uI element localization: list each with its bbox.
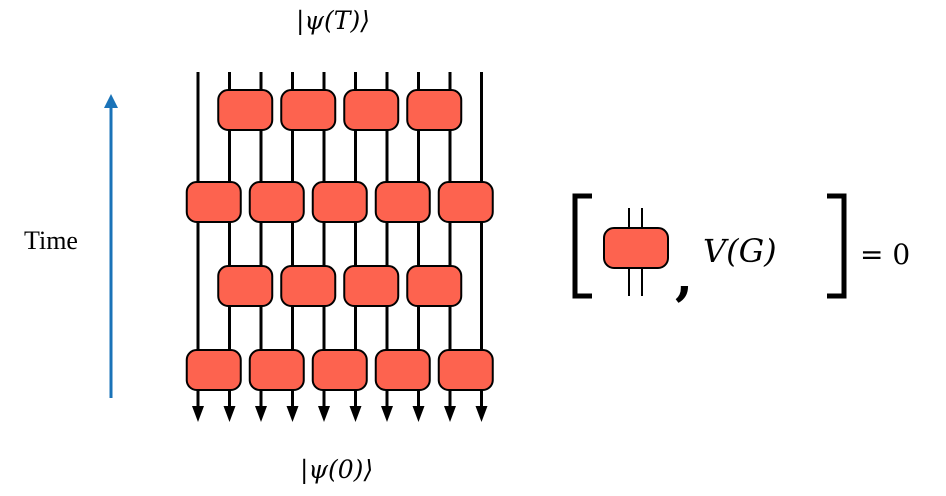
two-qubit-gate-icon [374, 181, 431, 223]
commutator-right-bracket [827, 193, 847, 299]
arrow-down-icon [255, 406, 267, 422]
two-qubit-gate-icon [343, 265, 400, 307]
two-qubit-gate-icon [248, 181, 305, 223]
two-qubit-gate-icon [217, 265, 274, 307]
time-axis-label: Time [24, 226, 78, 255]
two-qubit-gate-icon [374, 349, 431, 391]
two-qubit-gate-icon [248, 349, 305, 391]
arrow-down-icon [286, 406, 299, 422]
commutator-left-bracket [572, 193, 592, 299]
two-qubit-gate-icon [437, 181, 494, 223]
arrow-down-icon [223, 406, 236, 422]
arrow-down-icon [444, 406, 456, 422]
two-qubit-gate-icon [185, 181, 242, 223]
commutator-equals-zero: = 0 [860, 238, 911, 271]
commutator-operator: V(G) [703, 232, 777, 270]
two-qubit-gate-icon [217, 89, 274, 131]
two-qubit-gate-icon [311, 349, 368, 391]
two-qubit-gate-icon [437, 349, 494, 391]
two-qubit-gate-icon [311, 181, 368, 223]
gate-layers [185, 89, 494, 391]
arrow-down-icon [412, 406, 425, 422]
bottom-state-label: |ψ(0)⟩ [300, 455, 374, 484]
top-state-label: |ψ(T)⟩ [296, 6, 370, 35]
commutator-gate-icon [603, 208, 669, 296]
arrow-down-icon [192, 406, 204, 422]
two-qubit-gate-icon [343, 89, 400, 131]
two-qubit-gate-icon [406, 89, 463, 131]
arrow-down-icon [318, 406, 330, 422]
arrow-down-icon [381, 406, 393, 422]
commutator-comma: , [675, 246, 694, 307]
two-qubit-gate-icon [185, 349, 242, 391]
arrow-down-icon [349, 406, 362, 422]
two-qubit-gate-icon [280, 265, 337, 307]
two-qubit-gate-icon [280, 89, 337, 131]
two-qubit-gate-icon [406, 265, 463, 307]
time-arrow-icon [104, 94, 118, 398]
arrow-down-icon [475, 406, 488, 422]
